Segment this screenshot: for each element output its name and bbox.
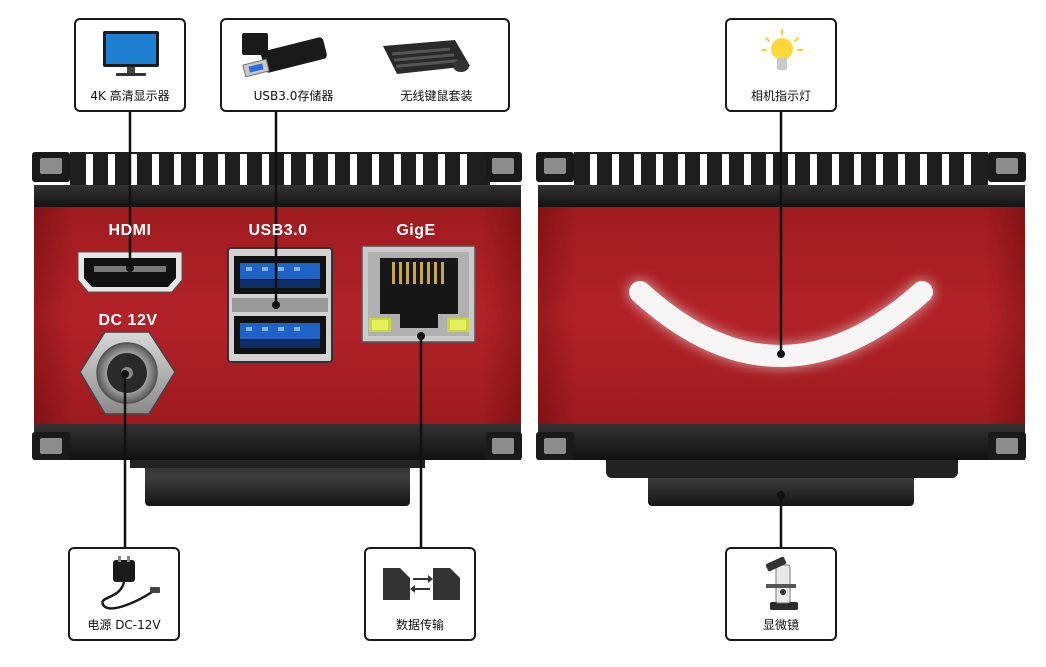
- callout-keyboard-label: 无线键鼠套装: [400, 89, 473, 103]
- callout-power-label: 电源 DC-12V: [87, 618, 161, 632]
- dc-label: DC 12V: [98, 312, 158, 329]
- gige-label: GigE: [396, 222, 436, 239]
- callout-monitor-label: 4K 高清显示器: [90, 89, 170, 103]
- callout-microscope: 显微镜: [725, 547, 837, 641]
- usb-ports: [227, 247, 333, 363]
- lens-mount: [145, 448, 410, 506]
- hdmi-label: HDMI: [108, 222, 152, 239]
- callout-usb-keyboard: USB3.0存储器 无线键鼠套装: [220, 18, 510, 112]
- callout-indicator: 相机指示灯: [725, 18, 837, 112]
- camera-front-body-red: [538, 207, 1025, 425]
- monitor-screen-text: 4K: [125, 40, 143, 55]
- callout-data: 数据传输: [364, 547, 476, 641]
- usb-label: USB3.0: [248, 222, 308, 239]
- camera-front: [536, 152, 1026, 506]
- heatsink-fins: [70, 152, 490, 192]
- callout-data-label: 数据传输: [395, 618, 444, 632]
- connector-lines: [123, 112, 783, 547]
- hdmi-port: [77, 251, 183, 293]
- indicator-light: [628, 280, 934, 368]
- callout-indicator-label: 相机指示灯: [750, 89, 811, 103]
- callout-microscope-label: 显微镜: [762, 618, 799, 632]
- gige-port: [361, 245, 476, 343]
- callout-power: 电源 DC-12V: [68, 547, 180, 641]
- dc-jack: [79, 331, 176, 415]
- callout-usb-storage-label: USB3.0存储器: [253, 89, 334, 103]
